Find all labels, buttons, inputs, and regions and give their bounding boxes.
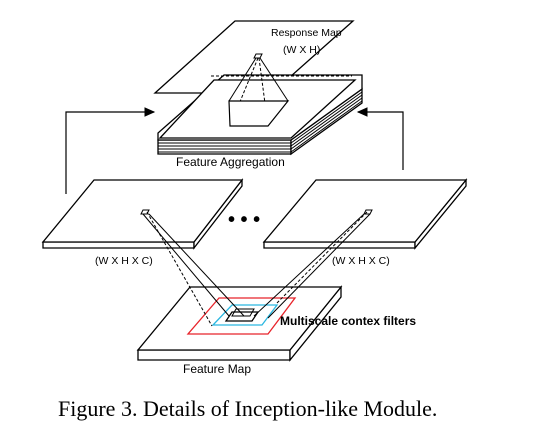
right-branch-dims: (W X H X C) — [332, 255, 390, 267]
feature-map-label: Feature Map — [183, 362, 251, 376]
filters-label: Multiscale contex filters — [280, 314, 416, 328]
connectors — [142, 211, 371, 327]
response-map-dims: (W X H) — [283, 44, 320, 56]
response-map-title: Response Map — [271, 27, 342, 39]
response-map: Response Map (W X H) — [153, 20, 355, 94]
left-arrow — [65, 107, 156, 194]
left-branch-dims: (W X H X C) — [95, 255, 153, 267]
filter-outer-red — [186, 297, 297, 335]
filter-inner-cyan — [211, 304, 279, 326]
feature-map: Multiscale contex filters Feature Map — [136, 285, 416, 376]
right-branch: (W X H X C) — [262, 178, 468, 267]
feature-aggregation: Feature Aggregation — [157, 57, 363, 169]
response-map-point — [253, 53, 263, 59]
ellipsis: • • • — [228, 209, 260, 231]
right-arrow — [356, 107, 404, 170]
figure-caption: Figure 3. Details of Inception-like Modu… — [58, 396, 437, 421]
left-branch: (W X H X C) — [41, 178, 244, 267]
aggregation-window — [228, 100, 290, 127]
aggregation-label: Feature Aggregation — [176, 155, 285, 169]
